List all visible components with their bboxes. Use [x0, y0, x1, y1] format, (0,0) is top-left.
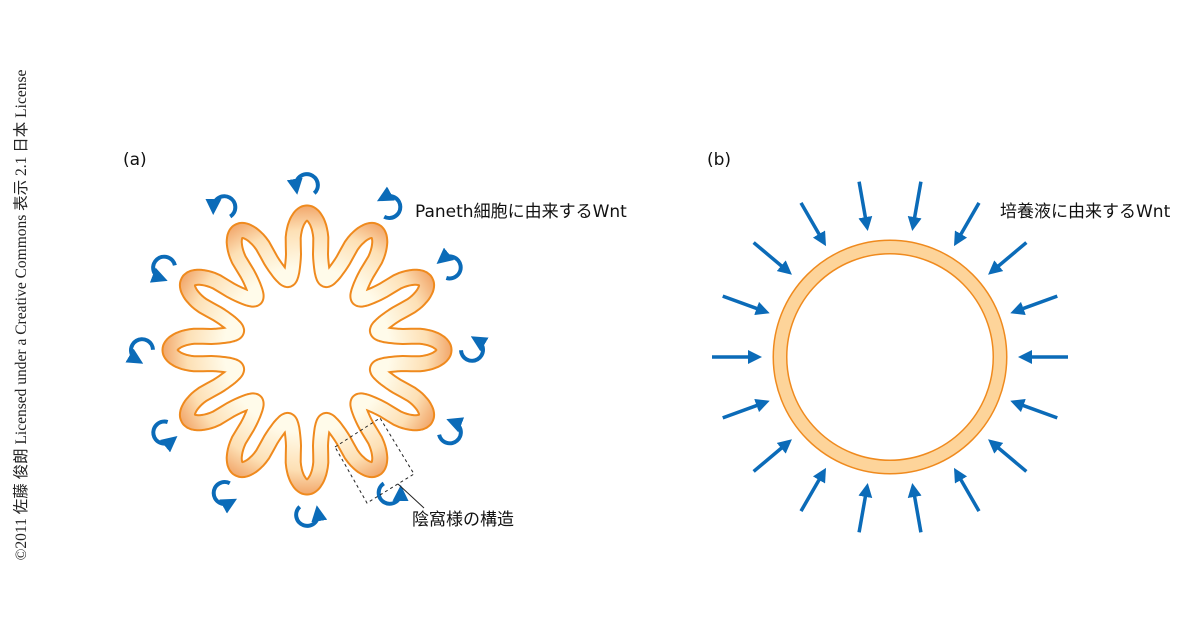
curl-arrow-icon	[294, 505, 328, 528]
curl-arrow-icon	[437, 417, 465, 446]
panel-a-organoid	[125, 172, 489, 528]
inward-arrow-icon	[988, 241, 1028, 275]
inward-arrow-icon	[907, 181, 923, 231]
inward-arrow-icon	[722, 294, 770, 316]
curl-arrow-icon	[376, 186, 403, 220]
inward-arrow-icon	[752, 439, 792, 473]
panel-b-label: (b)	[707, 150, 732, 170]
paneth-wnt-arrows	[125, 172, 489, 528]
inward-arrow-icon	[907, 483, 923, 533]
inward-arrow-icon	[799, 201, 827, 247]
curl-arrow-icon	[205, 194, 238, 219]
panel-a-label: (a)	[123, 150, 147, 170]
curl-arrow-icon	[286, 172, 320, 195]
inward-arrow-icon	[953, 201, 981, 247]
inward-arrow-icon	[857, 181, 873, 231]
curl-arrow-icon	[376, 481, 409, 506]
inward-arrow-icon	[954, 467, 981, 513]
panel-b-spheroid	[712, 181, 1068, 533]
paneth-wnt-label: Paneth細胞に由来するWnt	[415, 202, 627, 222]
inward-arrow-icon	[857, 483, 873, 533]
inward-arrow-icon	[988, 439, 1028, 473]
inward-arrow-icon	[1010, 398, 1058, 420]
inward-arrow-icon	[1010, 294, 1058, 316]
spheroid-ring-fill	[774, 241, 1006, 473]
inward-arrow-icon	[722, 398, 770, 420]
curl-arrow-icon	[125, 337, 155, 364]
curl-arrow-icon	[149, 254, 177, 283]
crypt-structure-label: 陰窩様の構造	[412, 510, 514, 530]
crypt-leader-line	[397, 483, 425, 509]
curl-arrow-icon	[211, 480, 238, 514]
curl-arrow-icon	[151, 419, 178, 453]
crypt-villus-epithelium-outline	[161, 204, 453, 496]
medium-wnt-arrows	[712, 181, 1068, 533]
crypt-villus-epithelium	[163, 206, 451, 494]
inward-arrow-icon	[799, 467, 826, 513]
inward-arrow-icon	[752, 241, 792, 275]
curl-arrow-icon	[459, 336, 489, 363]
medium-wnt-label: 培養液に由来するWnt	[1000, 202, 1171, 222]
curl-arrow-icon	[436, 247, 463, 281]
